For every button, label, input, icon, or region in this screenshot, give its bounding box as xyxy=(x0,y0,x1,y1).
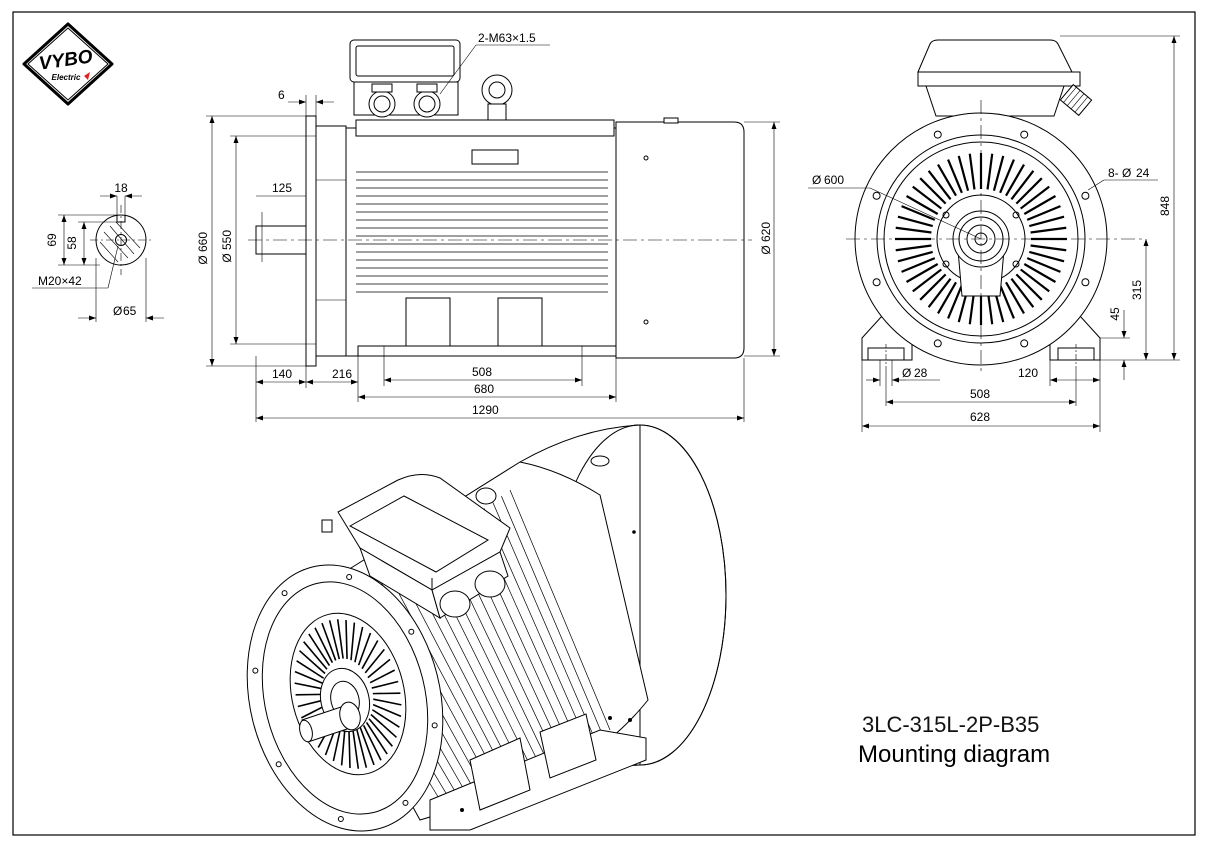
dim-pitch-circle: 600 xyxy=(824,173,844,187)
dim-flange-holes-count: 8- xyxy=(1108,166,1119,180)
dim-foot-width: 120 xyxy=(1018,366,1038,380)
diameter-symbol: Ø xyxy=(220,253,234,262)
dim-cable-glands: 2-M63×1.5 xyxy=(478,31,536,45)
dim-foot-thickness: 45 xyxy=(1108,307,1122,321)
model-title: 3LC-315L-2P-B35 xyxy=(862,712,1039,737)
diagram-subtitle: Mounting diagram xyxy=(858,741,1050,768)
diameter-symbol: Ø xyxy=(759,245,773,254)
dim-flange-diameter: 660 xyxy=(196,232,210,252)
end-view: Ø 600 8- Ø 24 848 315 45 Ø 28 120 xyxy=(808,36,1180,432)
diameter-symbol: Ø xyxy=(902,366,911,380)
dim-key-width: 18 xyxy=(114,181,128,195)
dim-flange-thickness: 6 xyxy=(278,88,285,102)
diameter-symbol: Ø xyxy=(196,255,210,264)
diameter-symbol: Ø xyxy=(812,173,821,187)
dim-thread: M20×42 xyxy=(38,274,82,288)
side-view: 6 2-M63×1.5 125 660 Ø 550 Ø 620 Ø 140 21… xyxy=(196,31,780,422)
shaft-section-view: 18 69 58 M20×42 Ø 65 xyxy=(32,181,164,322)
diameter-symbol: Ø xyxy=(1122,166,1131,180)
dim-overall-height: 848 xyxy=(1158,196,1172,216)
dim-foot-hole-diameter: 28 xyxy=(914,366,928,380)
dim-foot-length: 680 xyxy=(474,382,494,396)
dim-spigot-diameter: 550 xyxy=(220,230,234,250)
dim-height-69: 69 xyxy=(45,233,59,247)
brand-logo: VYBO Electric xyxy=(24,24,112,104)
dim-shaft-height: 315 xyxy=(1130,280,1144,300)
dim-foot-span: 508 xyxy=(970,387,990,401)
diameter-symbol: Ø xyxy=(113,304,122,318)
logo-sub-text: Electric xyxy=(52,73,81,82)
dim-shaft-extension: 140 xyxy=(272,367,292,381)
dim-overall-length: 1290 xyxy=(472,403,499,417)
dim-height-58: 58 xyxy=(65,236,79,250)
dim-body-diameter: 620 xyxy=(759,222,773,242)
isometric-view xyxy=(220,425,726,850)
dim-shaft-diameter: 65 xyxy=(123,304,137,318)
dim-overall-width: 628 xyxy=(970,410,990,424)
dim-flange-holes-diameter: 24 xyxy=(1136,166,1150,180)
dim-foot-hole-spacing: 508 xyxy=(472,365,492,379)
dim-foot-to-flange: 216 xyxy=(332,367,352,381)
dim-shaft-length: 125 xyxy=(272,181,292,195)
